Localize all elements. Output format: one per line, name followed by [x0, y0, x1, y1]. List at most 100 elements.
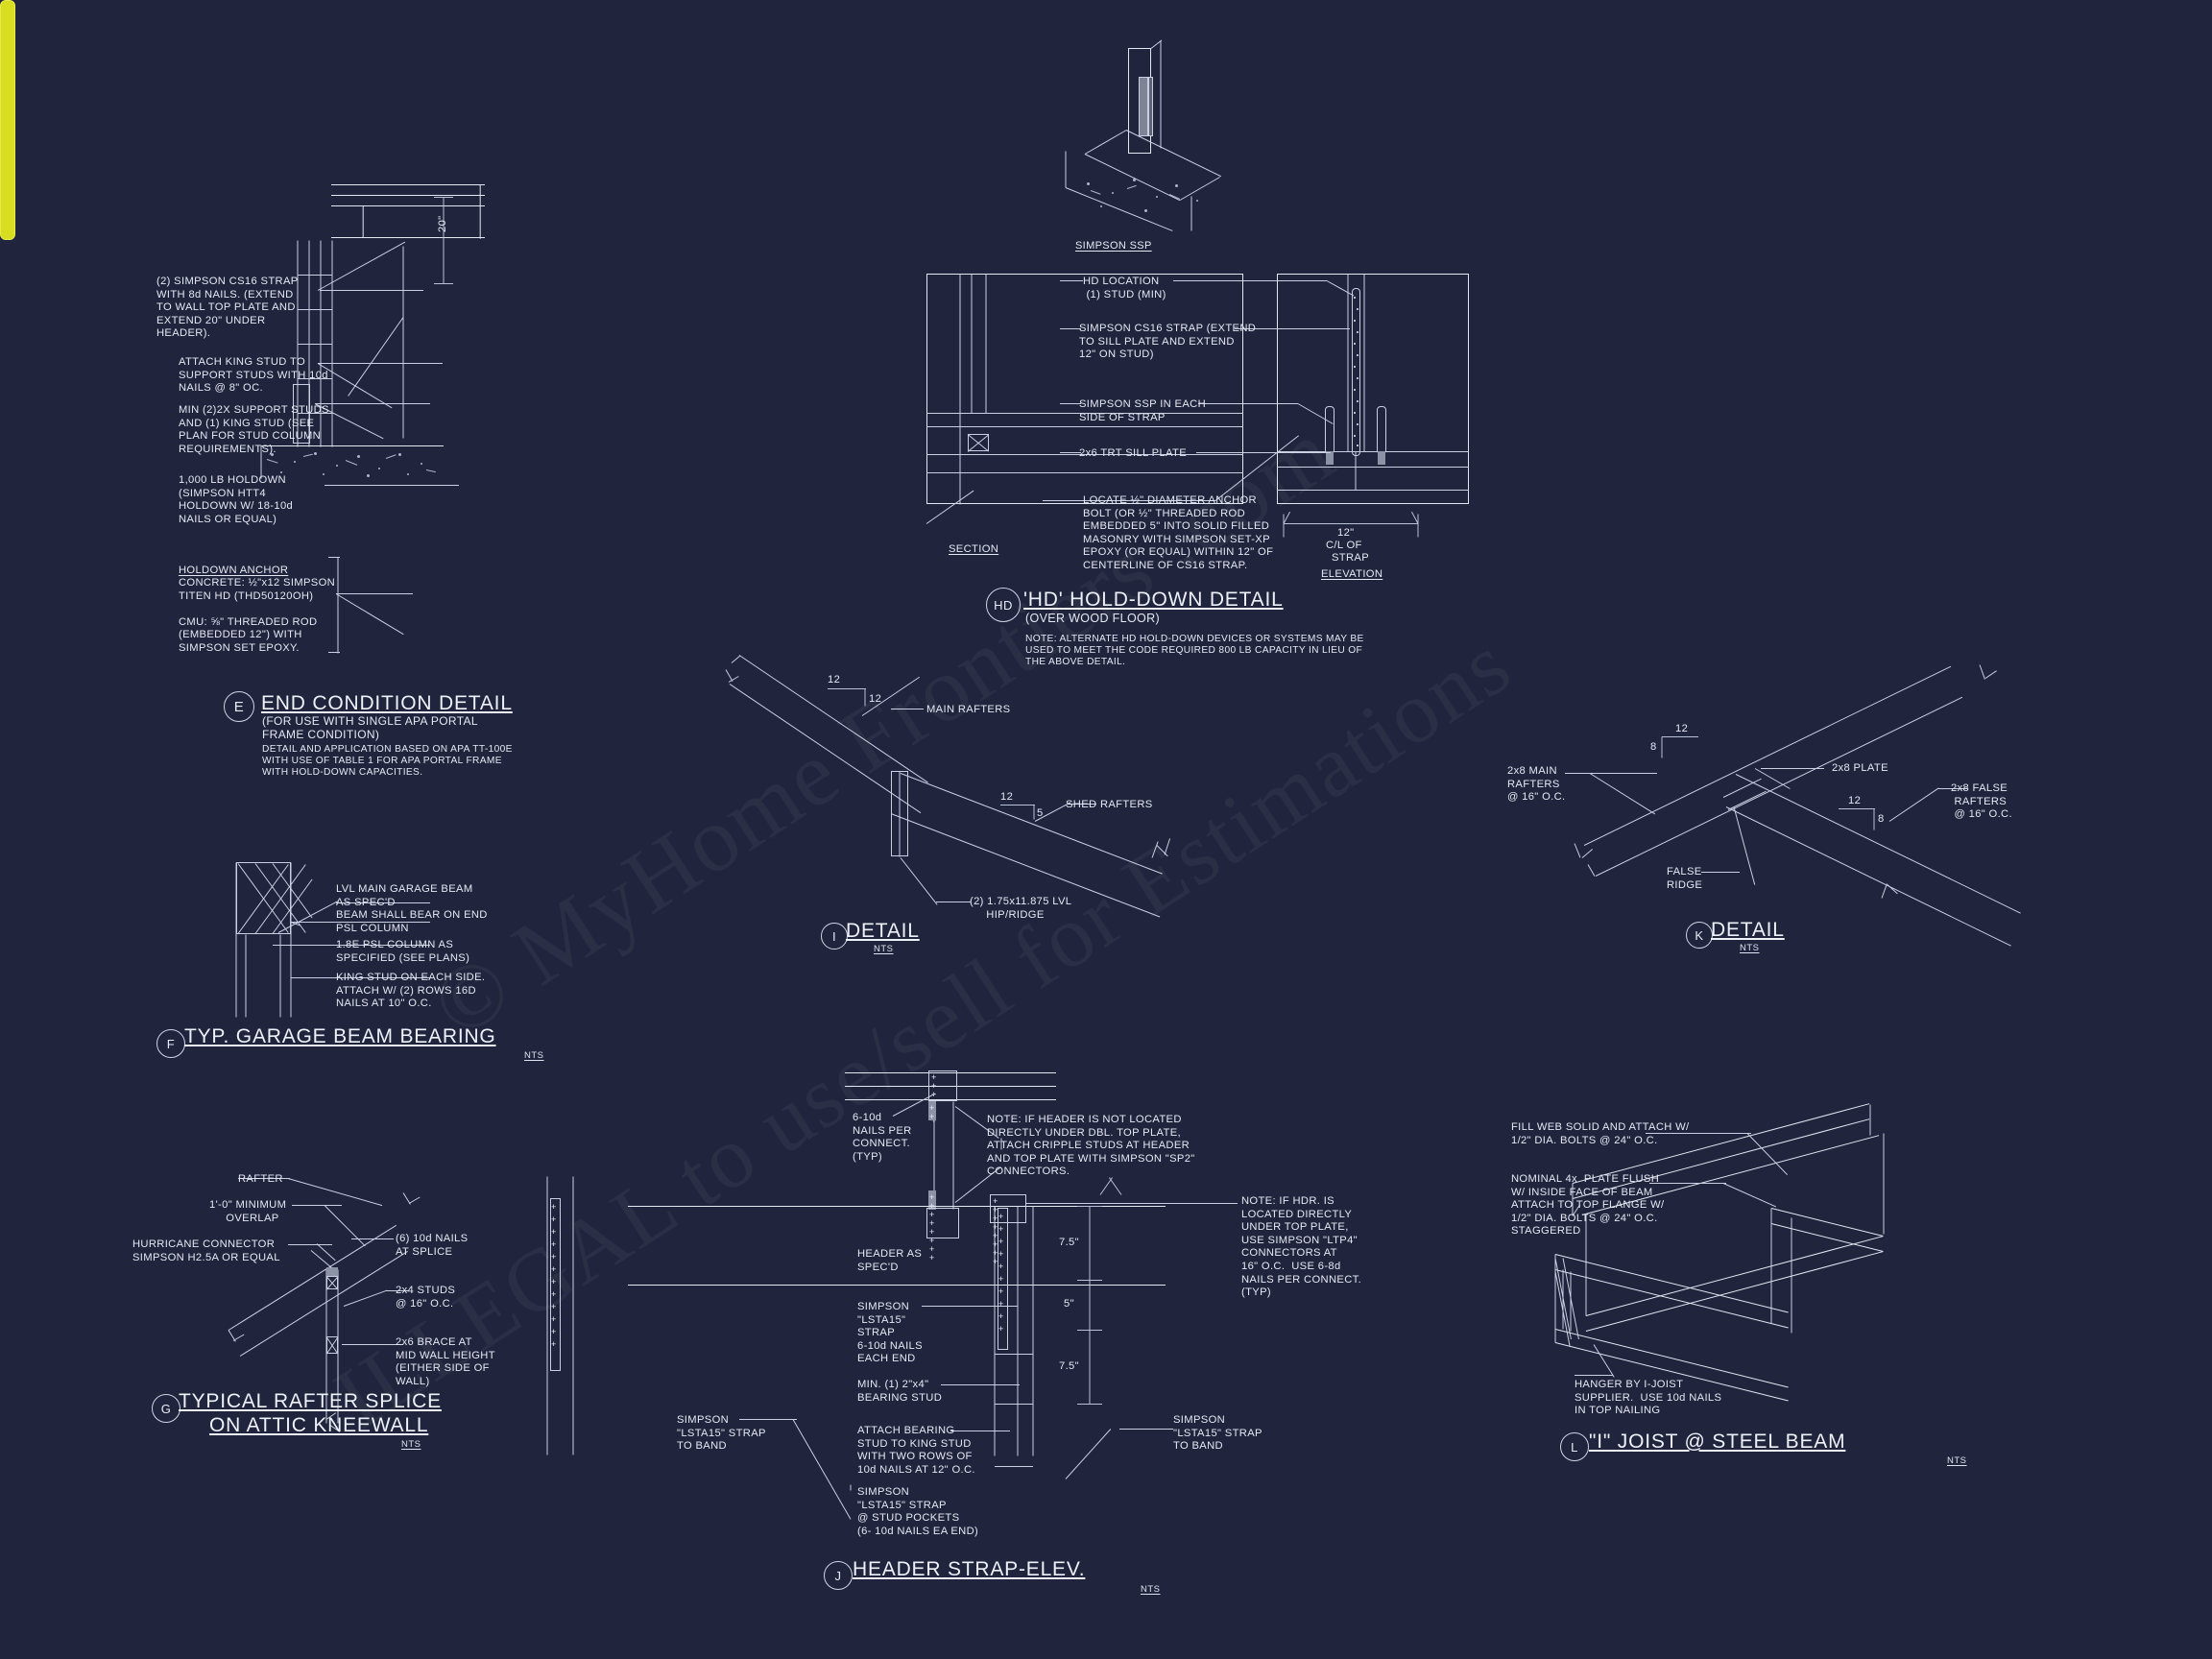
- e-callout-support-studs: MIN (2)2X SUPPORT STUDS AND (1) KING STU…: [179, 404, 329, 455]
- detail-g-title-1: TYPICAL RAFTER SPLICE: [179, 1390, 442, 1412]
- hd-dim-strap: STRAP: [1332, 552, 1370, 564]
- j-leader-strap: [922, 1306, 1018, 1307]
- j-callout-stud-pockets: SIMPSON "LSTA15" STRAP @ STUD POCKETS (6…: [857, 1486, 979, 1537]
- hd-elev-strap: [1352, 288, 1360, 456]
- j-callout-bearing-stud: MIN. (1) 2"x4" BEARING STUD: [857, 1379, 943, 1404]
- k-slope-l-run: 8: [1650, 741, 1657, 753]
- e-sheathing-right: [479, 184, 481, 239]
- j-right-rung-1: [995, 1354, 1033, 1355]
- j-callout-6-10d: 6-10d NAILS PER CONNECT. (TYP): [853, 1112, 912, 1163]
- k-main-break-top-b: [1984, 670, 1997, 679]
- j-dim-tick-4: [1077, 1404, 1102, 1405]
- k-callout-plate: 2x8 PLATE: [1832, 762, 1888, 774]
- l-web-right: [1883, 1133, 1885, 1235]
- e-leader-1b: [317, 241, 406, 291]
- ssp-pier-f: [1065, 151, 1067, 188]
- j-dim-3: 7.5": [1059, 1360, 1079, 1372]
- hd-section-inner-1: [959, 274, 961, 505]
- k-slope-r-rise: 12: [1848, 795, 1862, 806]
- k-slope-l-h: [1662, 736, 1698, 737]
- i-callout-main-rafters: MAIN RAFTERS: [926, 704, 1011, 715]
- ssp-pier-hatch: [1075, 163, 1219, 221]
- e-leader-3: [315, 403, 430, 404]
- g-leader-rafter-b: [287, 1178, 383, 1207]
- hd-elevation-outline: [1277, 274, 1469, 504]
- k-leader-plate: [1761, 768, 1824, 769]
- k-leader-main-b: [1589, 773, 1656, 815]
- k-slope-r-v: [1873, 808, 1875, 830]
- hd-callout-ssp: SIMPSON SSP IN EACH SIDE OF STRAP: [1079, 398, 1207, 423]
- k-slope-r-h: [1839, 808, 1875, 809]
- g-leader-brace: [342, 1344, 403, 1345]
- hd-elev-ssp-leg-left: [1326, 451, 1334, 465]
- f-leader-1: [291, 922, 430, 923]
- e-leader-5b: [335, 593, 404, 636]
- e-dim-20-tick-top: [434, 197, 453, 198]
- hd-section-conn: [968, 434, 989, 451]
- watermark-line-2: ILLEGAL to use/sell for Estimations: [318, 613, 1528, 1448]
- e-stud-rung-2: [298, 309, 332, 310]
- i-slope-main-h: [828, 688, 866, 689]
- e-header-bottom: [331, 237, 485, 239]
- g-brace-hatch: [325, 1335, 339, 1356]
- e-wall-right-edge: [402, 246, 404, 439]
- l-joist2-v2: [1791, 1217, 1792, 1334]
- g-callout-studs: 2x4 STUDS @ 16" O.C.: [396, 1285, 456, 1310]
- j-cripple-right: [952, 1101, 954, 1210]
- j-dim-tick-3: [1077, 1330, 1102, 1331]
- hd-section-stud-a: [971, 274, 973, 414]
- l-joist-end-hatch: [1554, 1258, 1579, 1348]
- hd-section-outline: [926, 274, 1243, 504]
- l-leader-hanger: [1593, 1344, 1615, 1378]
- detail-g-bubble: G: [152, 1394, 180, 1423]
- j-right-rung-3: [995, 1466, 1033, 1467]
- l-beam-bot-a: [1585, 1236, 1884, 1317]
- e-bracket-vert: [337, 557, 339, 654]
- e-leader-2b: [317, 363, 393, 409]
- j-left-strap: [550, 1198, 561, 1371]
- detail-j-scale: NTS: [1141, 1584, 1161, 1595]
- j-top-plate-3: [845, 1099, 1056, 1101]
- g-brace: [326, 1336, 338, 1354]
- e-stud-rung-3: [298, 344, 332, 345]
- g-leader-overlap: [292, 1205, 342, 1206]
- detail-g-title-2: ON ATTIC KNEEWALL: [209, 1414, 429, 1436]
- hd-elev-stud-b: [1363, 274, 1365, 452]
- j-leader-band-left: [739, 1419, 797, 1420]
- hd-section-label: SECTION: [949, 543, 999, 555]
- hd-leader-5: [1043, 500, 1215, 501]
- i-callout-lvl: (2) 1.75x11.875 LVL HIP/RIDGE: [970, 896, 1072, 921]
- detail-e-bubble: E: [224, 691, 254, 722]
- detail-e-note-1: DETAIL AND APPLICATION BASED ON APA TT-1…: [262, 744, 513, 755]
- hd-elevation-label: ELEVATION: [1321, 568, 1383, 580]
- f-callout-psl-column: 1.8E PSL COLUMN AS SPECIFIED (SEE PLANS): [336, 939, 470, 964]
- g-hurricane-a: [310, 1250, 332, 1268]
- f-leader-2h: [336, 902, 430, 903]
- hd-leader-2: [1060, 328, 1081, 329]
- f-callout-lvl-beam: LVL MAIN GARAGE BEAM AS SPEC'D: [336, 883, 473, 908]
- k-main-break-a: [1574, 843, 1581, 858]
- j-leader-bearing-stud: [941, 1384, 1020, 1385]
- g-callout-nails: (6) 10d NAILS AT SPLICE: [396, 1233, 469, 1258]
- hd-elev-stud-a: [1347, 274, 1349, 452]
- j-leader-band-left-b: [792, 1419, 852, 1520]
- j-dim-tick-1: [1077, 1206, 1102, 1207]
- hd-elev-strap-nails: [1354, 293, 1359, 452]
- detail-e-title: END CONDITION DETAIL: [261, 692, 513, 714]
- f-column-right: [279, 934, 281, 1018]
- l-joist2-a: [1770, 1208, 1884, 1238]
- detail-i-scale: NTS: [874, 944, 894, 954]
- l-callout-hanger: HANGER BY I-JOIST SUPPLIER. USE 10d NAIL…: [1575, 1379, 1722, 1417]
- j-header-bot-line: [628, 1285, 1166, 1286]
- hd-leader-3b: [1198, 403, 1298, 404]
- e-stud-rung-4: [298, 378, 332, 379]
- detail-hd-bubble: HD: [986, 588, 1021, 622]
- hd-section-conn-hatch: [967, 434, 990, 452]
- k-callout-main-rafters: 2x8 MAIN RAFTERS @ 16" O.C.: [1507, 765, 1566, 804]
- i-leader-lvl: [900, 857, 938, 905]
- i-shed-break-a: [1151, 841, 1159, 858]
- g-rafter-bot: [239, 1250, 408, 1357]
- k-slope-l-v: [1661, 736, 1663, 758]
- i-slope-shed-rise: 12: [1000, 791, 1014, 803]
- hd-callout-location: HD LOCATION (1) STUD (MIN): [1083, 276, 1166, 301]
